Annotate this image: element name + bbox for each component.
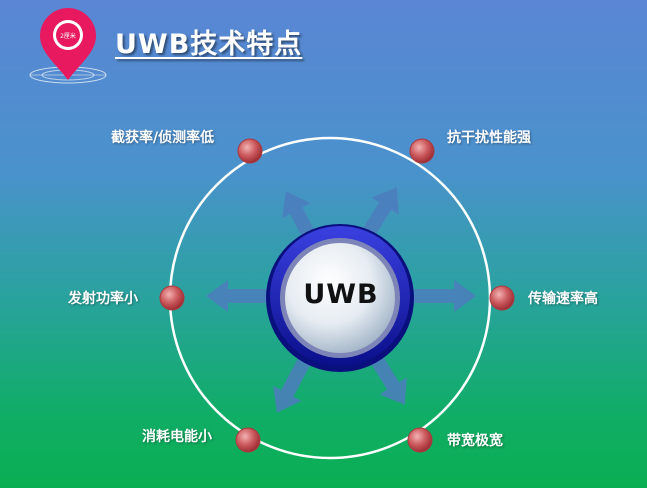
feature-left: 发射功率小 xyxy=(68,291,138,307)
location-pin-icon: 2厘米 xyxy=(29,8,107,84)
node-bottom-right xyxy=(407,427,433,453)
feature-right: 传输速率高 xyxy=(528,291,598,307)
feature-bottom-left: 消耗电能小 xyxy=(142,429,212,445)
feature-bottom-right: 带宽极宽 xyxy=(447,433,503,449)
page-title: UWB技术特点 xyxy=(115,29,303,60)
node-left xyxy=(159,285,185,311)
node-top-left xyxy=(237,138,263,164)
feature-top-right: 抗干扰性能强 xyxy=(447,130,531,146)
center-hub xyxy=(266,224,414,372)
feature-top-left: 截获率/侦测率低 xyxy=(111,130,215,146)
pin-label: 2厘米 xyxy=(60,32,76,40)
node-bottom-left xyxy=(235,427,261,453)
center-label: UWB xyxy=(303,279,379,310)
arrow-left xyxy=(206,280,268,312)
arrow-bottom-left xyxy=(273,354,313,413)
nodes xyxy=(159,138,515,453)
node-right xyxy=(489,285,515,311)
arrow-right xyxy=(414,280,476,312)
node-top-right xyxy=(409,138,435,164)
